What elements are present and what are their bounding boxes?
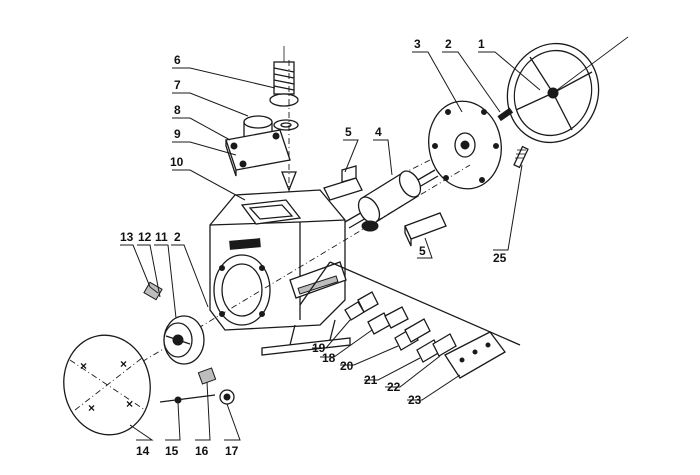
callout-14: 14 [136,444,150,458]
callout-2-upper: 2 [445,37,452,51]
callout-10: 10 [170,155,184,169]
key-pin [497,107,514,122]
leader-lines [120,51,541,441]
small-valve [219,389,235,405]
svg-text:×: × [80,359,87,373]
callout-21: 21 [364,373,378,387]
callout-19: 19 [312,341,326,355]
cover-plate: × × × × [63,334,151,436]
callout-25: 25 [493,251,507,265]
callout-22: 22 [387,380,401,394]
callout-11: 11 [155,230,168,244]
valve-plate [225,129,291,177]
callout-6: 6 [174,53,181,67]
vane-lower [404,212,447,247]
callout-5-lower: 5 [419,244,426,258]
callout-13: 13 [120,230,134,244]
flange-plate [399,100,502,190]
handwheel [506,36,629,144]
gasket-ring [273,119,299,131]
svg-text:×: × [88,401,95,415]
callout-2-lower: 2 [174,230,181,244]
small-rod [159,394,216,404]
callout-18: 18 [322,351,336,365]
small-nut [197,367,217,385]
callout-1: 1 [478,37,485,51]
callout-3: 3 [414,37,421,51]
callout-17: 17 [225,444,239,458]
bolt [513,145,529,169]
callout-9: 9 [174,127,181,141]
callout-16: 16 [195,444,209,458]
svg-text:×: × [126,397,133,411]
svg-text:×: × [120,357,127,371]
callout-15: 15 [165,444,179,458]
vane-upper [323,165,363,201]
callout-7: 7 [174,78,181,92]
callout-23: 23 [408,393,422,407]
callout-4: 4 [375,125,382,139]
valve-tray [299,261,521,379]
spring-cap [269,46,299,107]
callout-12: 12 [138,230,152,244]
callout-5-upper: 5 [345,125,352,139]
callout-numbers: 1 2 3 4 5 5 6 7 8 9 10 11 12 13 2 14 15 … [120,37,507,458]
check-valve [281,60,297,215]
callout-8: 8 [174,103,181,117]
end-bearing [163,315,205,365]
callout-20: 20 [340,359,354,373]
pump-body [209,189,351,356]
